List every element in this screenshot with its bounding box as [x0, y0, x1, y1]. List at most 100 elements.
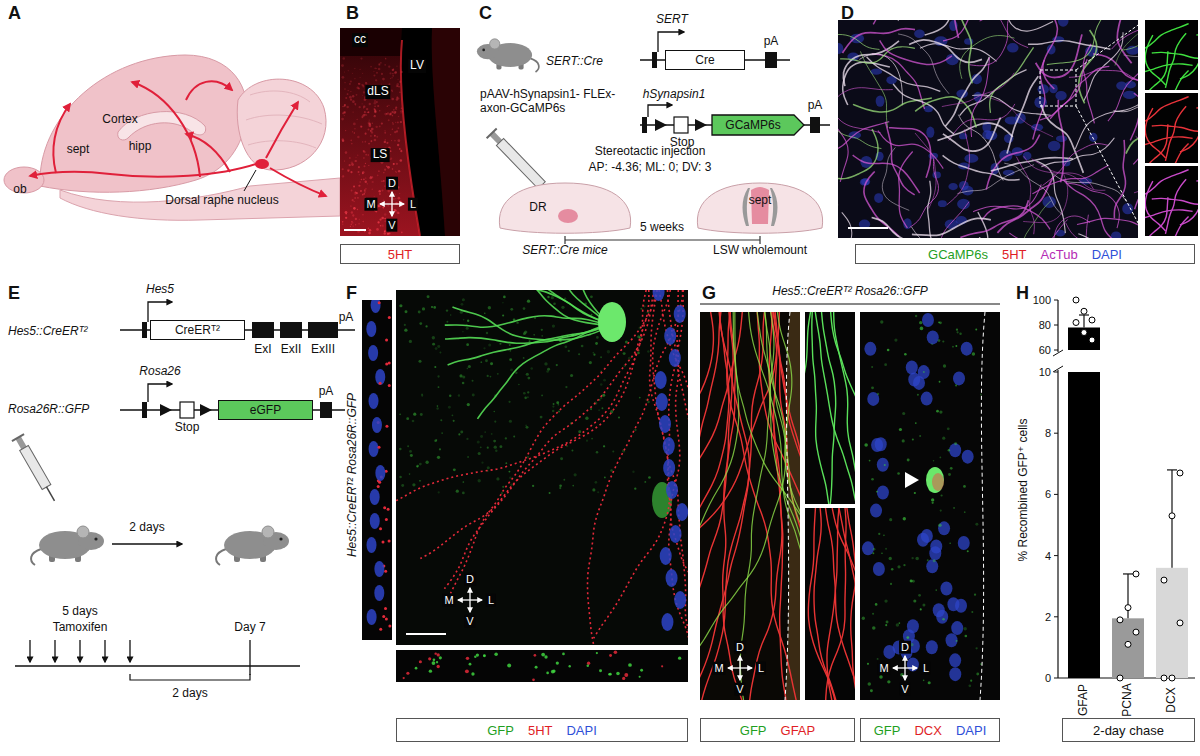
fiber-punctum — [360, 190, 362, 192]
gfp-punctum — [647, 401, 649, 403]
axon-fiber — [1009, 233, 1080, 238]
gfp-punctum — [419, 322, 422, 325]
fluorescent-punctum — [614, 651, 618, 655]
axon-fiber — [1032, 165, 1108, 194]
gfp-punctum — [876, 491, 878, 493]
axon-fiber — [1113, 102, 1138, 112]
gfp-punctum — [596, 451, 599, 454]
gfp-punctum — [923, 371, 925, 373]
node-text: 5HT — [1002, 247, 1027, 262]
axis-tick — [1054, 433, 1058, 434]
fiber-punctum — [399, 193, 400, 194]
data-point — [1073, 297, 1079, 303]
nucleus — [1126, 46, 1138, 55]
annotation-label: L — [921, 662, 931, 675]
gfp-punctum — [931, 498, 934, 501]
gfp-punctum — [896, 623, 900, 627]
gfp-punctum — [480, 361, 482, 363]
dorsal-raphe-nucleus — [255, 159, 269, 169]
fiber-punctum — [384, 232, 386, 234]
annotation-label: Rosa26 — [139, 365, 180, 379]
fiber-punctum — [378, 446, 381, 449]
gfp-punctum — [438, 491, 440, 493]
fiber-punctum — [358, 166, 360, 168]
gfp-punctum — [421, 394, 423, 396]
gfp-punctum — [589, 361, 592, 364]
gfp-punctum — [446, 309, 448, 311]
fiber-punctum — [363, 193, 365, 195]
gfp-punctum — [484, 431, 486, 433]
inset-image — [1145, 20, 1198, 90]
mouse-ear — [77, 526, 89, 538]
fiber-punctum — [360, 125, 362, 127]
fiber-punctum — [379, 110, 380, 111]
syringe-barrel — [496, 139, 545, 189]
polya-block — [765, 52, 777, 68]
gfp-punctum — [900, 673, 903, 676]
fiber-punctum — [374, 135, 376, 137]
fluorescent-punctum — [587, 665, 590, 668]
serotonergic-fiber — [588, 290, 684, 645]
fiber-punctum — [376, 101, 378, 103]
gfp-punctum — [956, 329, 958, 331]
gfp-punctum — [508, 471, 510, 473]
fiber-punctum — [347, 93, 349, 95]
channel-legend-box: GCaMP6s5HTAcTubDAPI — [855, 244, 1195, 264]
zoom-line — [1076, 106, 1145, 236]
serotonergic-fiber — [653, 290, 688, 645]
mouse-eye — [94, 537, 97, 540]
gfp-punctum — [971, 611, 973, 613]
gfp-punctum — [434, 439, 437, 442]
axon-fiber — [1152, 125, 1198, 131]
fiber-punctum — [382, 207, 384, 209]
gfp-punctum — [864, 443, 868, 447]
fiber-punctum — [365, 133, 367, 135]
gfp-punctum — [947, 427, 950, 430]
mouse-eye — [482, 49, 485, 52]
fiber-punctum — [367, 154, 369, 156]
axon-fiber — [949, 104, 1015, 141]
gfp-punctum — [940, 509, 942, 511]
fiber-punctum — [388, 66, 390, 68]
gfp-punctum — [466, 438, 468, 440]
gfp-punctum — [938, 339, 941, 342]
node-text: Cre — [695, 53, 714, 67]
gfp-punctum — [462, 331, 464, 333]
serotonergic-fiber — [396, 290, 646, 505]
compass-arm — [391, 204, 392, 216]
gfp-punctum — [938, 523, 942, 527]
annotation-label: ob — [13, 183, 26, 197]
image-ground — [860, 312, 1000, 700]
fiber-punctum — [397, 121, 399, 123]
axon-fiber — [982, 206, 1051, 230]
gfp-punctum — [527, 396, 529, 398]
gfp-punctum — [885, 548, 887, 550]
fiber-punctum — [384, 213, 387, 216]
fluorescence-image — [700, 312, 800, 700]
annotation-label: pA — [764, 35, 779, 49]
nucleus — [369, 441, 379, 457]
cerebellar-folium — [248, 141, 316, 148]
fiber-punctum — [356, 192, 358, 194]
fiber-punctum — [388, 625, 391, 628]
fluorescent-punctum — [415, 667, 418, 670]
gfp-punctum — [564, 345, 567, 348]
gfp-punctum — [432, 343, 435, 346]
fluorescent-punctum — [507, 663, 511, 667]
nucleus — [864, 342, 876, 356]
compass-arm — [905, 667, 917, 668]
fiber-punctum — [385, 518, 388, 521]
nucleus — [926, 127, 934, 138]
fiber-punctum — [368, 122, 371, 125]
fiber-punctum — [383, 172, 384, 173]
axis-tick-label: 2 — [1045, 610, 1051, 623]
fiber-punctum — [342, 106, 344, 108]
timeline — [565, 239, 760, 240]
fiber-punctum — [342, 223, 343, 224]
gfp-punctum — [634, 429, 636, 431]
fiber-punctum — [358, 171, 360, 173]
axon-fiber — [1063, 180, 1114, 238]
fiber-punctum — [374, 105, 376, 107]
data-point — [1073, 320, 1079, 326]
node-text: AcTub — [1041, 247, 1078, 262]
